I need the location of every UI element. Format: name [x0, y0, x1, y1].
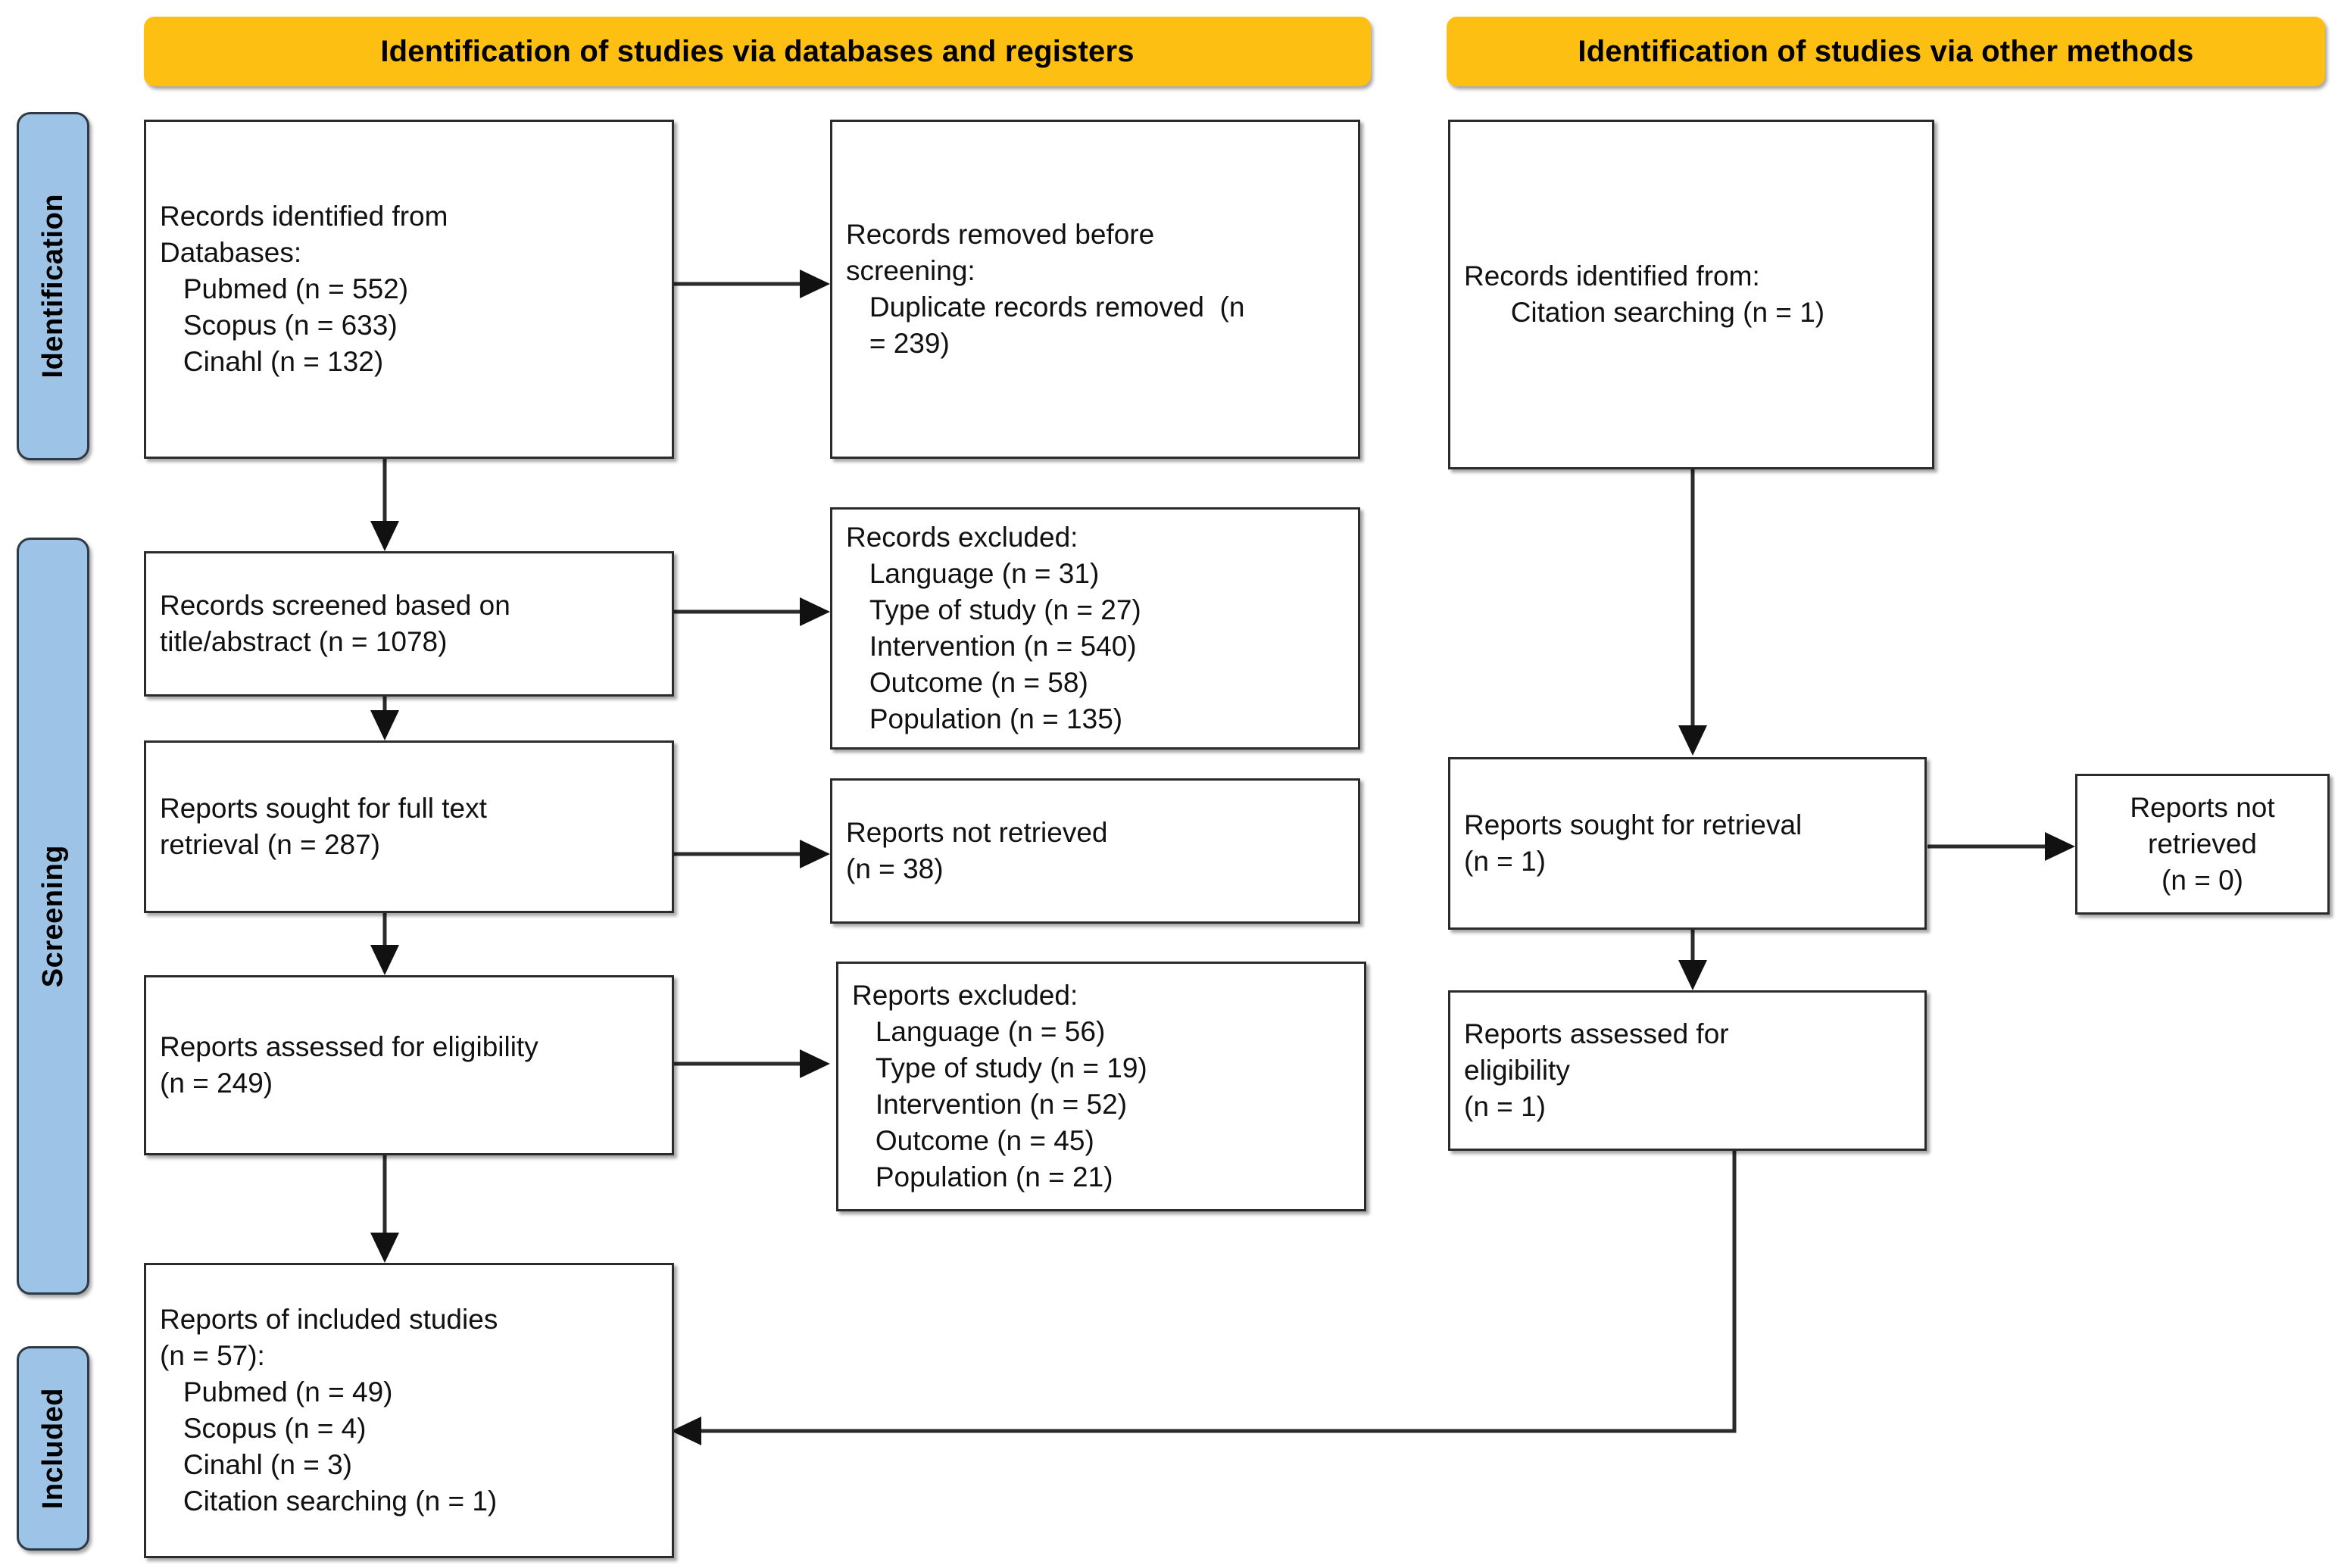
- box-reports-excluded[interactable]: Reports excluded: Language (n = 56) Type…: [836, 962, 1366, 1211]
- arrowhead-identified-to-screened: [370, 521, 399, 551]
- box-records-excluded-text: Records excluded: Language (n = 31) Type…: [846, 521, 1141, 735]
- arrowhead-other-assessed-to-included: [671, 1417, 701, 1445]
- stage-label-included-text: Included: [36, 1387, 69, 1510]
- box-reports-assessed-eligibility-other[interactable]: Reports assessed for eligibility (n = 1): [1448, 990, 1927, 1151]
- box-other-assessed-text: Reports assessed for eligibility (n = 1): [1464, 1018, 1729, 1123]
- box-reports-not-retrieved-other[interactable]: Reports not retrieved (n = 0): [2075, 774, 2330, 915]
- arrowhead-assessed-to-excluded: [800, 1049, 830, 1078]
- box-reports-assessed-text: Reports assessed for eligibility (n = 24…: [160, 1030, 538, 1099]
- arrowhead-screened-to-sought: [370, 710, 399, 740]
- box-included-studies-text: Reports of included studies (n = 57): Pu…: [160, 1303, 498, 1517]
- box-records-identified-text: Records identified from Databases: Pubme…: [160, 200, 448, 378]
- box-reports-assessed-eligibility[interactable]: Reports assessed for eligibility (n = 24…: [144, 975, 674, 1155]
- arrowhead-identified-to-removed: [800, 270, 830, 298]
- box-other-sought-text: Reports sought for retrieval (n = 1): [1464, 809, 1803, 877]
- phase-header-databases: Identification of studies via databases …: [144, 17, 1371, 86]
- box-other-identified-text: Records identified from: Citation search…: [1464, 260, 1825, 328]
- arrowhead-sought-to-notretrieved: [800, 840, 830, 868]
- box-reports-not-retrieved[interactable]: Reports not retrieved (n = 38): [830, 778, 1360, 924]
- box-records-removed-before-screening[interactable]: Records removed before screening: Duplic…: [830, 120, 1360, 459]
- box-reports-sought-retrieval-other[interactable]: Reports sought for retrieval (n = 1): [1448, 757, 1927, 930]
- box-records-excluded[interactable]: Records excluded: Language (n = 31) Type…: [830, 507, 1360, 750]
- arrowhead-other-identified-to-sought: [1678, 725, 1707, 756]
- stage-label-included: Included: [17, 1346, 89, 1551]
- box-records-identified-from-databases[interactable]: Records identified from Databases: Pubme…: [144, 120, 674, 459]
- box-other-not-retrieved-text: Reports not retrieved (n = 0): [2130, 791, 2275, 896]
- box-records-removed-text: Records removed before screening: Duplic…: [846, 218, 1245, 360]
- box-reports-not-retrieved-text: Reports not retrieved (n = 38): [846, 816, 1108, 884]
- arrowhead-other-sought-to-notretrieved: [2045, 832, 2075, 861]
- stage-label-screening-text: Screening: [36, 844, 69, 988]
- arrowhead-screened-to-excluded: [800, 597, 830, 626]
- stage-label-identification: Identification: [17, 112, 89, 460]
- stage-label-identification-text: Identification: [36, 194, 69, 379]
- stage-label-screening: Screening: [17, 538, 89, 1295]
- box-records-identified-other-methods[interactable]: Records identified from: Citation search…: [1448, 120, 1934, 469]
- phase-header-other-methods-label: Identification of studies via other meth…: [1578, 34, 2194, 68]
- box-reports-sought-text: Reports sought for full text retrieval (…: [160, 792, 487, 860]
- box-reports-of-included-studies[interactable]: Reports of included studies (n = 57): Pu…: [144, 1263, 674, 1558]
- box-reports-excluded-text: Reports excluded: Language (n = 56) Type…: [852, 979, 1147, 1193]
- box-reports-sought-full-text[interactable]: Reports sought for full text retrieval (…: [144, 740, 674, 913]
- arrowhead-assessed-to-included: [370, 1233, 399, 1263]
- arrowhead-sought-to-assessed: [370, 945, 399, 975]
- arrowhead-other-sought-to-assessed: [1678, 960, 1707, 990]
- box-records-screened[interactable]: Records screened based on title/abstract…: [144, 551, 674, 697]
- phase-header-other-methods: Identification of studies via other meth…: [1447, 17, 2325, 86]
- phase-header-databases-label: Identification of studies via databases …: [380, 34, 1135, 68]
- box-records-screened-text: Records screened based on title/abstract…: [160, 589, 510, 657]
